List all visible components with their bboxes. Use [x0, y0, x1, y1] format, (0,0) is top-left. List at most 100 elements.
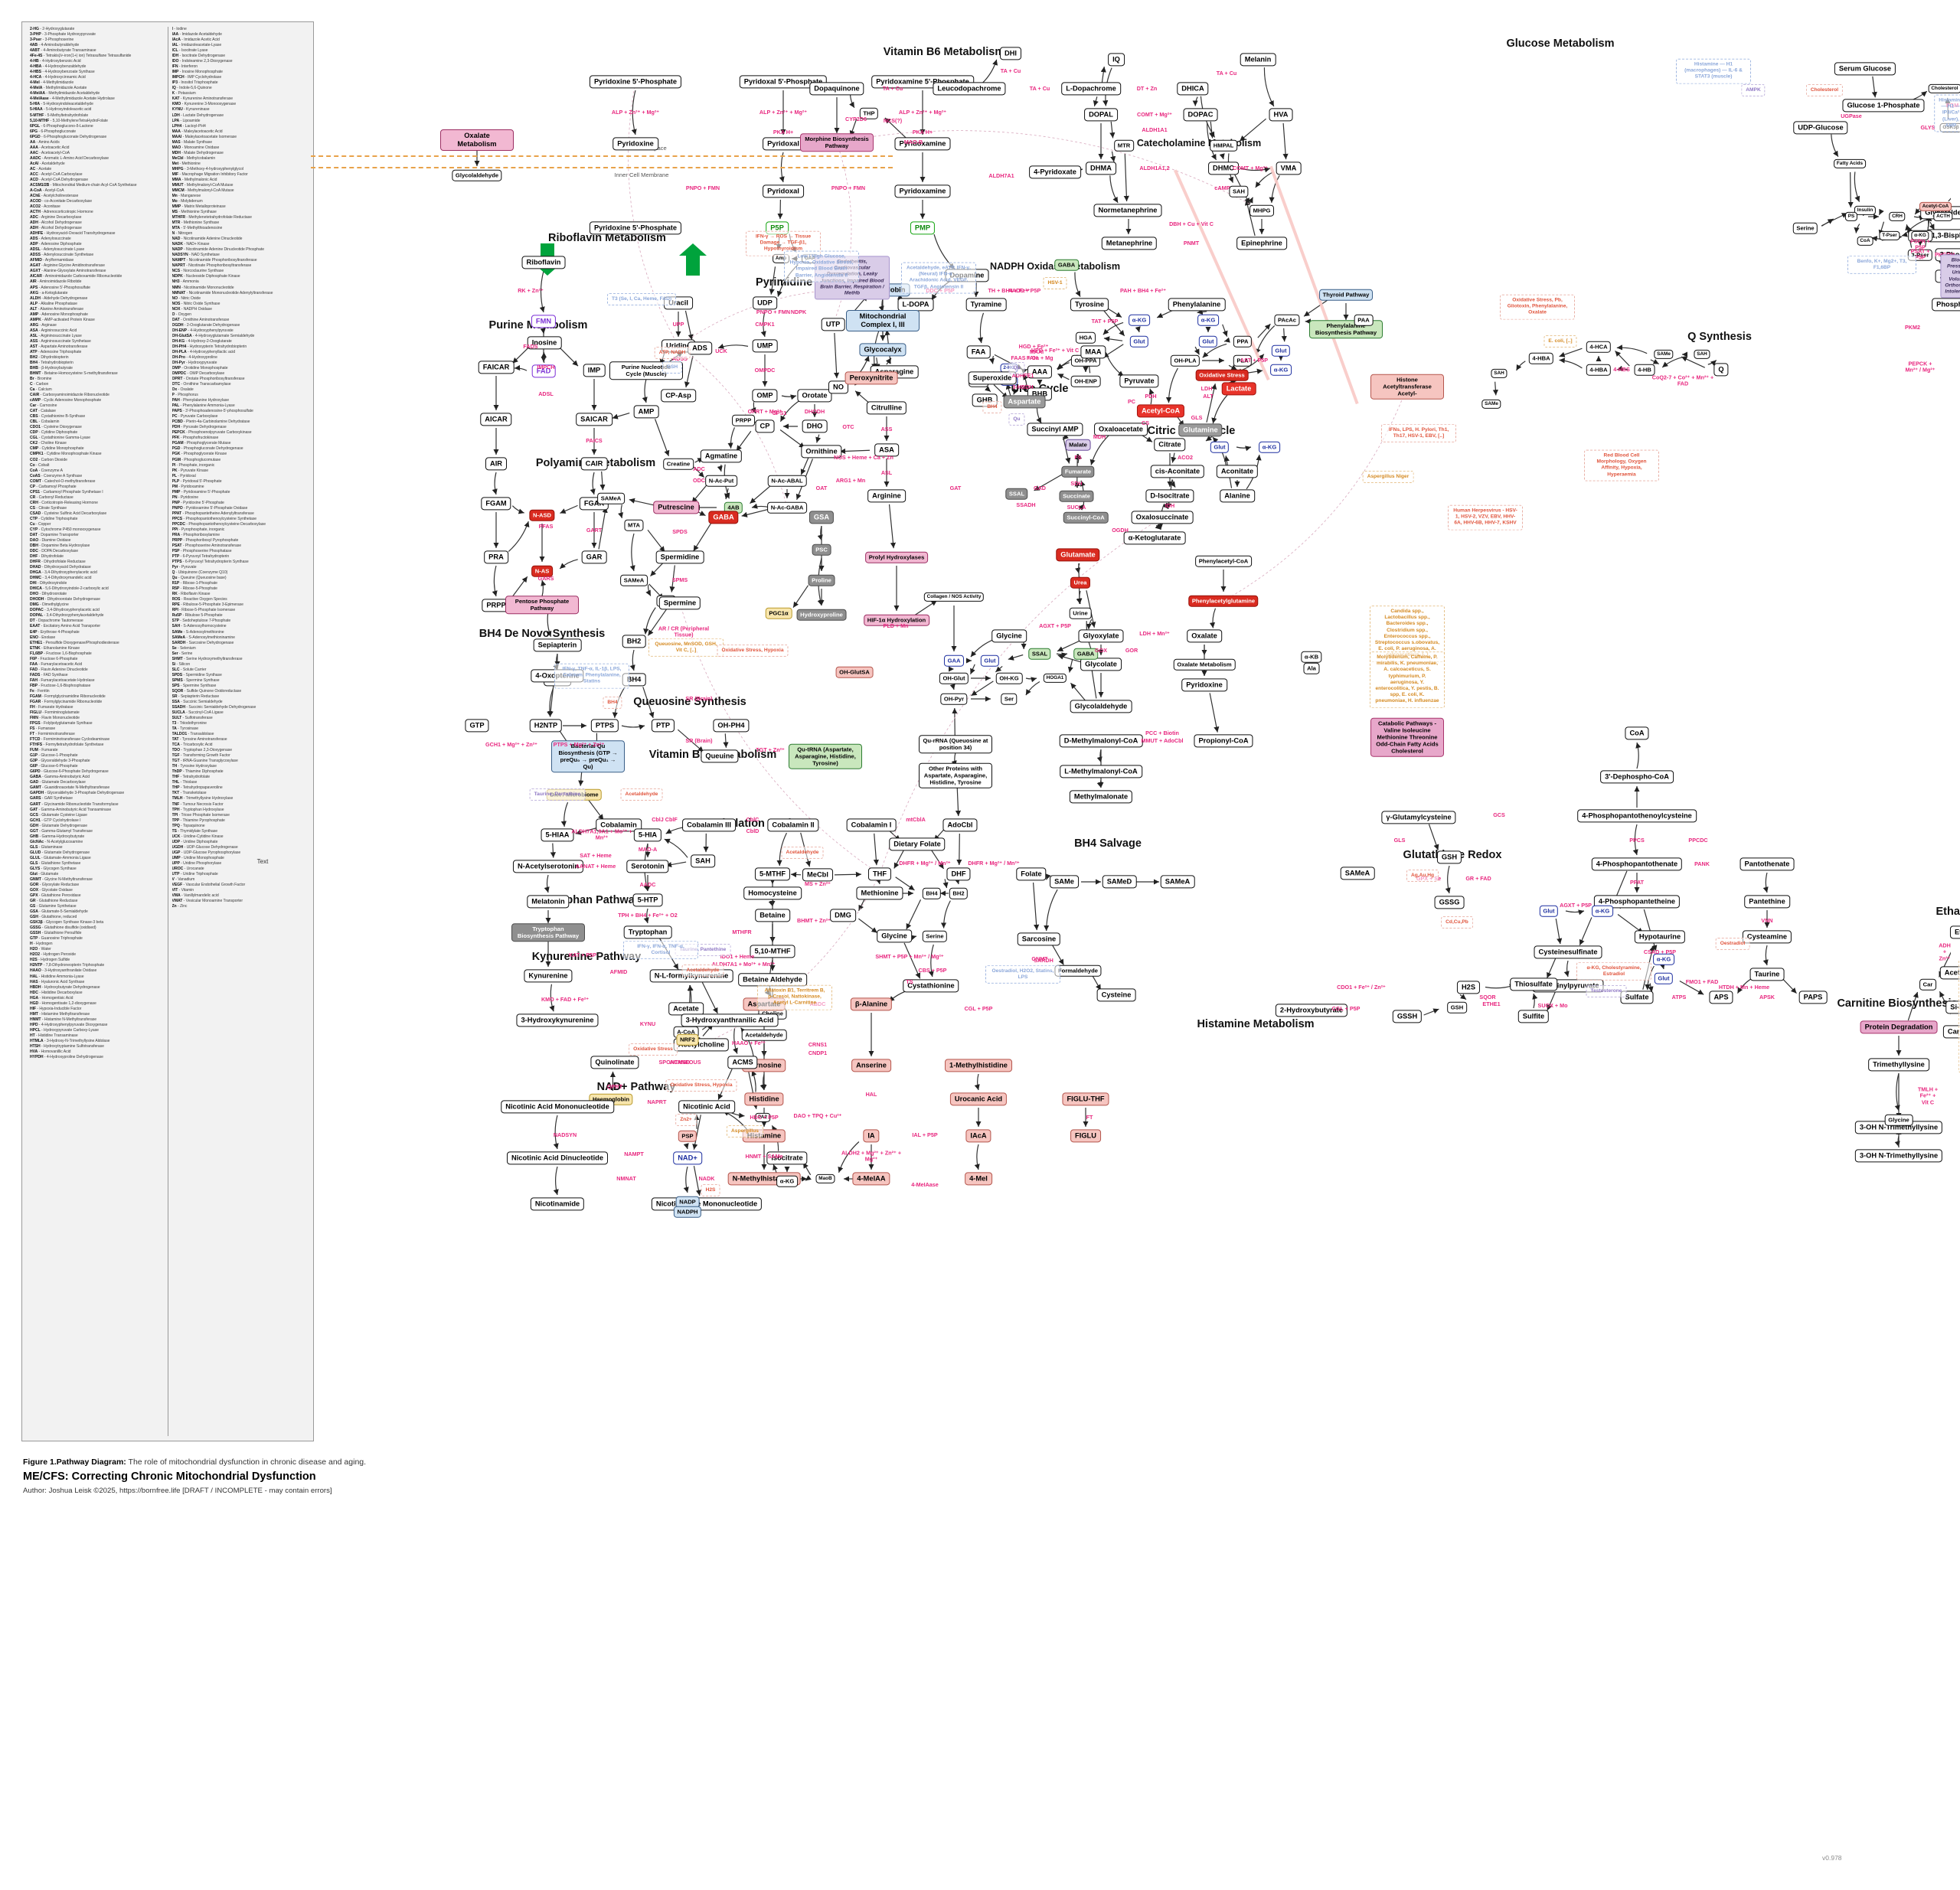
enzyme-label: mtCblA: [906, 815, 926, 823]
enzyme-label: SDH: [1070, 479, 1083, 487]
node-pra: PRA: [484, 550, 508, 564]
legend-entry: FIGLU - Formiminoglutamate: [30, 710, 80, 715]
legend-entry: PPi - Pyrophosphate, inorganic: [172, 527, 225, 532]
legend-entry: TCA - Tricarboxylic Acid: [172, 743, 213, 748]
legend-entry: IMPCH - IMP Cyclohydrolase: [172, 75, 222, 80]
legend-entry: TPQ - Topaquinone: [172, 823, 205, 828]
enzyme-label: AR / CR (Peripheral Tissue): [658, 625, 710, 638]
enzyme-label: HAAO + Fe²⁺: [732, 1039, 766, 1046]
legend-entry: PEPCK - Phosphoenolpyruvate Carboxykinas…: [172, 430, 252, 436]
legend-entry: NMN - Nicotinamide Mononucleotide: [172, 285, 234, 290]
enzyme-label: ETHE1: [1482, 1000, 1501, 1007]
legend-entry: Ca - Calcium: [30, 387, 52, 393]
legend-entry: GLUD - Glutamate Dehydrogenase: [30, 850, 90, 855]
enzyme-label: DAO + TPQ + Cu²⁺: [793, 1111, 842, 1119]
section-title-nadpathway: NAD+ Pathway: [596, 1081, 676, 1093]
node-methylmalonate: Methylmalonate: [1069, 790, 1133, 804]
legend-entry: ACSM1/2B - Mitochondrial Medium-chain Ac…: [30, 182, 137, 188]
enzyme-label: NMNAT: [616, 1174, 636, 1182]
enzyme-label: ADC: [693, 465, 705, 472]
node-agmatine: Agmatine: [700, 449, 743, 463]
legend-entry: SLC - Solute Carrier: [172, 667, 207, 672]
node-adocbl: AdoCbl: [942, 818, 978, 832]
legend-entry: MAO - Monoamine Oxidase: [172, 145, 220, 150]
node-glut: Glut: [1198, 335, 1218, 348]
node-pentose-phosphate-pathway: Pentose Phosphate Pathway: [505, 596, 579, 614]
section-title-carnitine: Carnitine Biosynthesis: [1837, 997, 1958, 1010]
node-kg: α-KG: [1592, 905, 1613, 917]
legend-entry: 4Fe-4S - Tetrakis(λ¹-iron(1+) ion) Tetra…: [30, 54, 132, 59]
legend-entry: HBDH - Hydroxybutyrate Dehydrogenase: [30, 984, 100, 990]
section-title-riboflavin: Riboflavin Metabolism: [548, 232, 666, 244]
enzyme-label: PDH: [1145, 392, 1157, 400]
node-citrate: Citrate: [1154, 438, 1186, 452]
section-title-glucose: Glucose Metabolism: [1506, 38, 1615, 50]
node-2-hydroxybutyrate: 2-Hydroxybutyrate: [1275, 1004, 1348, 1017]
annotation-box: Benfo, K+, Mg2+, T3, F1,6BP: [1847, 255, 1916, 275]
annotation-box: ATP, NADH: [654, 346, 691, 360]
node-4-phosphopantothenoylcysteine: 4-Phosphopantothenoylcysteine: [1577, 809, 1697, 823]
legend-entry: Br - Bromine: [30, 377, 52, 382]
node-mitochondrial-complex-i-iii: Mitochondrial Complex I, III: [846, 310, 920, 331]
legend-entry: V - Vanadium: [172, 876, 195, 882]
node-kg: α-KG: [1911, 230, 1929, 241]
enzyme-label: SUOX + Mo: [1537, 1001, 1568, 1009]
node-paps: PAPS: [1798, 991, 1828, 1004]
node-4-meiaa: 4-MeIAA: [852, 1172, 890, 1186]
legend-entry: KYNU - Kynureninase: [172, 107, 210, 113]
node-pyridoxal: Pyridoxal: [763, 137, 804, 151]
legend-entry: OMP - Orotidine Monophosphate: [172, 365, 228, 370]
node-3-dephospho-coa: 3'-Dephospho-CoA: [1600, 770, 1674, 784]
legend-entry: DAO - Diamine Oxidase: [30, 537, 71, 543]
legend-entry: GTP - Guanosine Triphosphate: [30, 936, 83, 942]
enzyme-label: PKA H+: [773, 128, 794, 135]
enzyme-label: CMPK1: [755, 320, 775, 328]
node-pantethine: Pantethine: [1744, 895, 1790, 909]
legend-entry: OH-PLA - 4-Hydroxyphenyllactic acid: [172, 349, 236, 354]
enzyme-label: SPONTANEOUS: [658, 1058, 701, 1066]
enzyme-label: OGDH: [1112, 526, 1129, 534]
node-ketoglutarate: α-Ketoglutarate: [1123, 531, 1186, 545]
enzyme-label: HAL: [865, 1090, 877, 1098]
enzyme-label: MAO-B: [903, 138, 923, 145]
enzyme-label: GLYS: [1920, 123, 1936, 131]
node-iaca: IAcA: [965, 1129, 991, 1143]
legend-entry: ALT - Alanine Aminotransferase: [30, 306, 84, 312]
legend-entry: PAPS - 3'-Phosphoadenosine-5'-phosphosul…: [172, 409, 253, 414]
legend-entry: HTSH - Hydroxytryptamine Sulfotransferas…: [30, 1043, 104, 1049]
legend-entry: GSH - Glutathione, reduced: [30, 915, 77, 920]
enzyme-label: SPMS: [671, 576, 688, 583]
node-trimethyllysine: Trimethyllysine: [1868, 1058, 1929, 1072]
enzyme-label: DHFR + Mg²⁺ / Mn²⁺: [968, 859, 1020, 867]
legend-entry: TNF - Tumour Necrosis Factor: [172, 801, 224, 807]
node-cobalamin: Cobalamin: [596, 818, 642, 832]
legend-entry: MMA - Methylmalonic Acid: [172, 177, 217, 182]
enzyme-label: FADS: [523, 342, 538, 350]
enzyme-label: IAL + P5P: [912, 1131, 938, 1138]
section-title-catechol: Catecholamine Metabolism: [1136, 138, 1262, 149]
legend-entry: ALDH - Aldehyde Dehydrogenase: [30, 295, 88, 301]
legend-entry: 4-HBA - 4-Hydroxybenzaldehyde: [30, 64, 87, 70]
node-fgam: FGAM: [481, 497, 511, 511]
node-hif-1-hydroxylation: HIF-1α Hydroxylation: [864, 614, 929, 626]
legend-entry: K - Potassium: [172, 91, 196, 96]
node-4-hca: 4-HCA: [1586, 341, 1612, 353]
legend-entry: 4ABT - 4-Aminobutyrate Transaminase: [30, 48, 96, 54]
enzyme-label: ALDH7A1: [988, 171, 1014, 179]
legend-entry: CoAS - Coenzyme A Synthase: [30, 473, 83, 478]
legend-entry: Mo - Molybdenum: [172, 199, 203, 204]
node-peroxynitrite: Peroxynitrite: [844, 371, 898, 385]
node-n-acetylserotonin: N-Acetylserotonin: [512, 860, 584, 873]
node-taurine: Taurine: [1749, 968, 1785, 981]
legend-entry: DHODH - Dihydroorotate Dehydrogenase: [30, 597, 100, 602]
legend-entry: AMPK - AMP-activated Protein Kinase: [30, 317, 95, 322]
enzyme-label: CblC: [746, 815, 760, 823]
legend-entry: R5P - Ribose-5-Phosphate: [172, 586, 218, 592]
section-title-bh4salv: BH4 Salvage: [1074, 837, 1142, 850]
node-melatonin: Melatonin: [527, 895, 570, 909]
annotation-box: Qu: [1008, 413, 1025, 426]
enzyme-label: ACMSD: [669, 1058, 691, 1066]
enzyme-label: SHMT + P5P + Mn²⁺ / Mg²⁺: [875, 952, 944, 960]
node-pyridoxine: Pyridoxine: [612, 137, 658, 151]
node-omp: OMP: [752, 389, 778, 403]
